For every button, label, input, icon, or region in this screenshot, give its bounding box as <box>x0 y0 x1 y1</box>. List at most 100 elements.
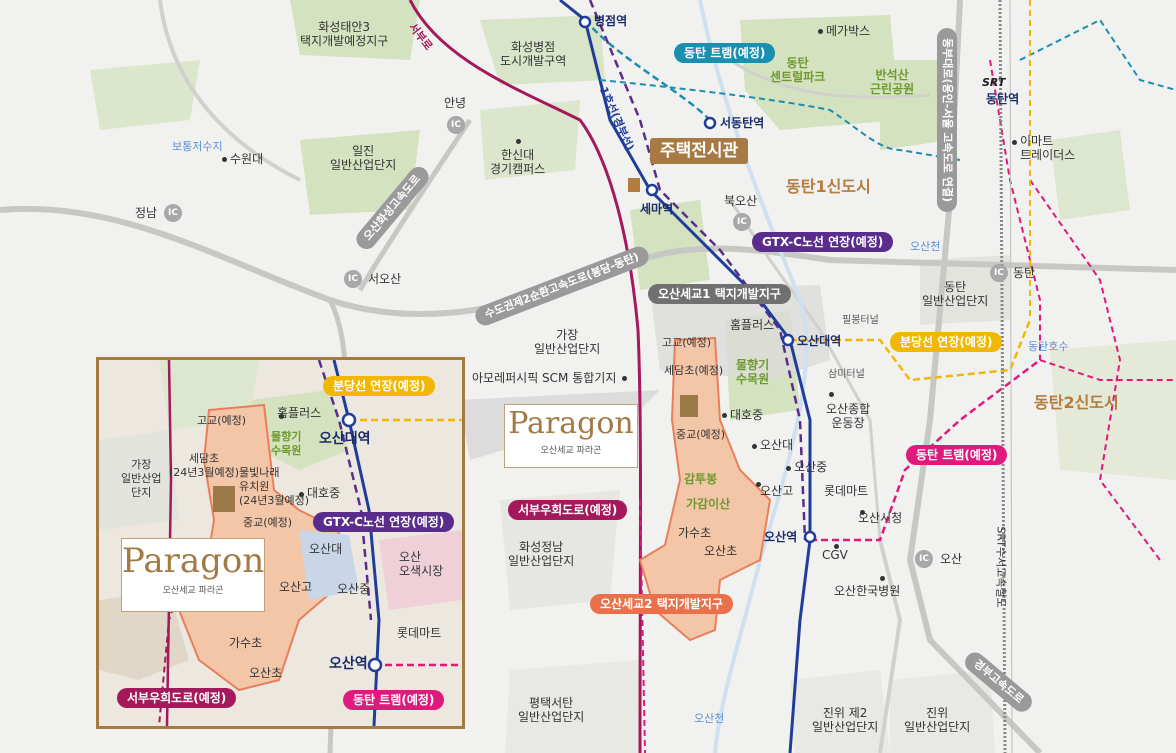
label-dongtan-industrial: 동탄 일반산업단지 <box>922 280 989 308</box>
label-emart-traders: 이마트 트레이더스 <box>1020 134 1076 162</box>
ic-dongtan: IC <box>990 264 1008 282</box>
paragon-logo-text: Paragon <box>508 406 634 441</box>
label-osan-univ: 오산대 <box>760 438 794 452</box>
inset-callout-bundang-ext: 분당선 연장(예정) <box>323 376 436 396</box>
inset-label-gogo: 고교(예정) <box>197 414 247 427</box>
callout-bundang-ext: 분당선 연장(예정) <box>890 332 1003 352</box>
label-cgv: CGV <box>822 548 848 562</box>
inset-label-lotte-mart: 롯데마트 <box>397 626 442 640</box>
label-mulhyang-park: 물향기 수목원 <box>736 358 770 386</box>
label-osan-high: 오산고 <box>760 484 794 498</box>
label-homeplus: 홈플러스 <box>730 318 775 332</box>
label-suwon-univ: 수원대 <box>230 152 264 166</box>
label-hwaseong-taean: 화성태안3 택지개발예정지구 <box>300 20 389 48</box>
label-megabox: 메가박스 <box>826 24 871 38</box>
inset-label-gasu-elem: 가수초 <box>229 636 263 650</box>
inset-callout-gtx-c: GTX-C노선 연장(예정) <box>313 512 455 532</box>
callout-dongtan-tram-right: 동탄 트램(예정) <box>906 445 1008 465</box>
inset-label-kindergarten: 물빛나래 유치원 (24년3월예정) <box>239 466 310 507</box>
label-sedam-elem: 세담초(예정) <box>664 364 724 377</box>
label-gogo: 고교(예정) <box>662 336 712 349</box>
station-osandae: 오산대역 <box>797 334 842 348</box>
callout-osan-segyo2: 오산세교2 택지개발지구 <box>590 594 733 614</box>
label-jinwi2: 진위 제2 일반산업단지 <box>812 706 879 734</box>
road-dongbu-daero: 동부대로(용인-서울 고속도로 연결) <box>936 28 957 212</box>
label-gasu-elem: 가수초 <box>678 526 712 540</box>
inset-label-osan-saek-market: 오산 오색시장 <box>399 550 444 578</box>
callout-seobu-bypass: 서부우회도로(예정) <box>508 500 628 520</box>
label-osan-ic: 오산 <box>940 552 963 566</box>
srt-logo: SRT <box>982 76 1006 89</box>
label-osan-mid: 오산중 <box>794 460 828 474</box>
inset-label-daeho-mid: 대호중 <box>307 486 341 500</box>
label-dongtan1: 동탄1신도시 <box>786 177 871 196</box>
label-dongtan-ic: 동탄 <box>1013 266 1036 280</box>
inset-label-osan-high: 오산고 <box>279 580 313 594</box>
callout-gtx-c: GTX-C노선 연장(예정) <box>752 232 894 252</box>
inset-paragon-logo-sub: 오산세교 파라곤 <box>162 586 224 596</box>
label-botong-reservoir: 보통저수지 <box>172 140 223 153</box>
label-pyeongtaek-seotan: 평택서탄 일반산업단지 <box>518 696 585 724</box>
label-jeongnam: 정남 <box>135 206 158 220</box>
label-osancheon-bottom: 오산천 <box>694 712 725 725</box>
label-srt-line: SRT수서고속철도 <box>994 526 1008 608</box>
label-osancheon-top: 오산천 <box>910 240 941 253</box>
inset-label-sedam: 세담초 (24년3월예정) <box>169 452 240 479</box>
inset-label-osan-elem: 오산초 <box>249 666 283 680</box>
inset-label-osan-univ: 오산대 <box>309 542 343 556</box>
label-seoosan: 서오산 <box>368 272 402 286</box>
label-samni-tunnel: 삼미터널 <box>828 369 865 380</box>
ic-jeongnam: IC <box>164 204 182 222</box>
callout-model-house: 주택전시관 <box>650 138 749 164</box>
label-iljin-industrial: 일진 일반산업단지 <box>330 144 397 172</box>
inset-map: 오산대역 오산역 고교(예정) 홈플러스 물향기 수목원 세담초 (24년3월예… <box>96 357 465 729</box>
inset-paragon-logo: Paragon 오산세교 파라곤 <box>121 538 265 612</box>
inset-callout-dongtan-tram: 동탄 트램(예정) <box>343 690 445 710</box>
label-anyeong: 안녕 <box>444 96 467 110</box>
label-amorepacific: 아모레퍼시픽 SCM 통합기지 <box>472 371 617 385</box>
paragon-logo-main: Paragon 오산세교 파라곤 <box>504 404 638 468</box>
station-osan: 오산역 <box>764 530 798 544</box>
label-gagamisan: 가감이산 <box>686 497 731 511</box>
label-hwaseong-byeongjeom: 화성병점 도시개발구역 <box>500 40 567 68</box>
ic-bukosan: IC <box>733 213 751 231</box>
station-dongtan: 동탄역 <box>986 92 1020 106</box>
label-osan-cityhall: 오산시청 <box>858 511 903 525</box>
inset-station-osandae: 오산대역 <box>319 431 371 447</box>
ic-osan: IC <box>915 550 933 568</box>
label-bukosan: 북오산 <box>724 194 758 208</box>
label-osan-korea-hospital: 오산한국병원 <box>834 584 901 598</box>
label-dongtan-lake: 동탄호수 <box>1028 340 1069 353</box>
paragon-logo-sub: 오산세교 파라곤 <box>540 446 602 456</box>
label-pilbong-tunnel: 필봉터널 <box>842 315 879 326</box>
label-lotte-mart: 롯데마트 <box>824 484 869 498</box>
label-osan-elem: 오산초 <box>704 544 738 558</box>
label-jinwi: 진위 일반산업단지 <box>904 706 971 734</box>
station-byeongjeom: 병점역 <box>594 14 628 28</box>
inset-label-osan-mid: 오산중 <box>337 582 371 596</box>
label-gajang-industrial: 가장 일반산업단지 <box>534 328 601 356</box>
label-osan-sports: 오산종합 운동장 <box>826 402 871 430</box>
label-jung-school: 중교(예정) <box>676 428 726 441</box>
ic-seoosan: IC <box>344 270 362 288</box>
label-dongtan2: 동탄2신도시 <box>1034 393 1119 412</box>
station-sema: 세마역 <box>640 202 674 216</box>
callout-osan-segyo1: 오산세교1 택지개발지구 <box>648 284 791 304</box>
label-hwaseong-jeongnam: 화성정남 일반산업단지 <box>508 540 575 568</box>
inset-label-mulhyang: 물향기 수목원 <box>271 430 302 457</box>
label-daeho-mid: 대호중 <box>730 408 764 422</box>
label-hanshin-univ: 한신대 경기캠퍼스 <box>490 148 546 176</box>
label-bansuksan-park: 반석산 근린공원 <box>870 68 915 96</box>
callout-dongtan-tram-top: 동탄 트램(예정) <box>674 43 776 63</box>
label-gamtubong: 감투봉 <box>684 472 718 486</box>
inset-label-jung-school: 중교(예정) <box>243 516 293 529</box>
ic-anyeong: IC <box>447 116 465 134</box>
inset-station-osan: 오산역 <box>329 656 368 672</box>
inset-callout-seobu-bypass: 서부우회도로(예정) <box>117 688 237 708</box>
label-dongtan-central-park: 동탄 센트럴파크 <box>770 56 826 84</box>
inset-label-gajang: 가장 일반산업 단지 <box>121 458 162 499</box>
inset-label-homeplus: 홈플러스 <box>277 406 322 420</box>
station-seodongtan: 서동탄역 <box>720 116 765 130</box>
